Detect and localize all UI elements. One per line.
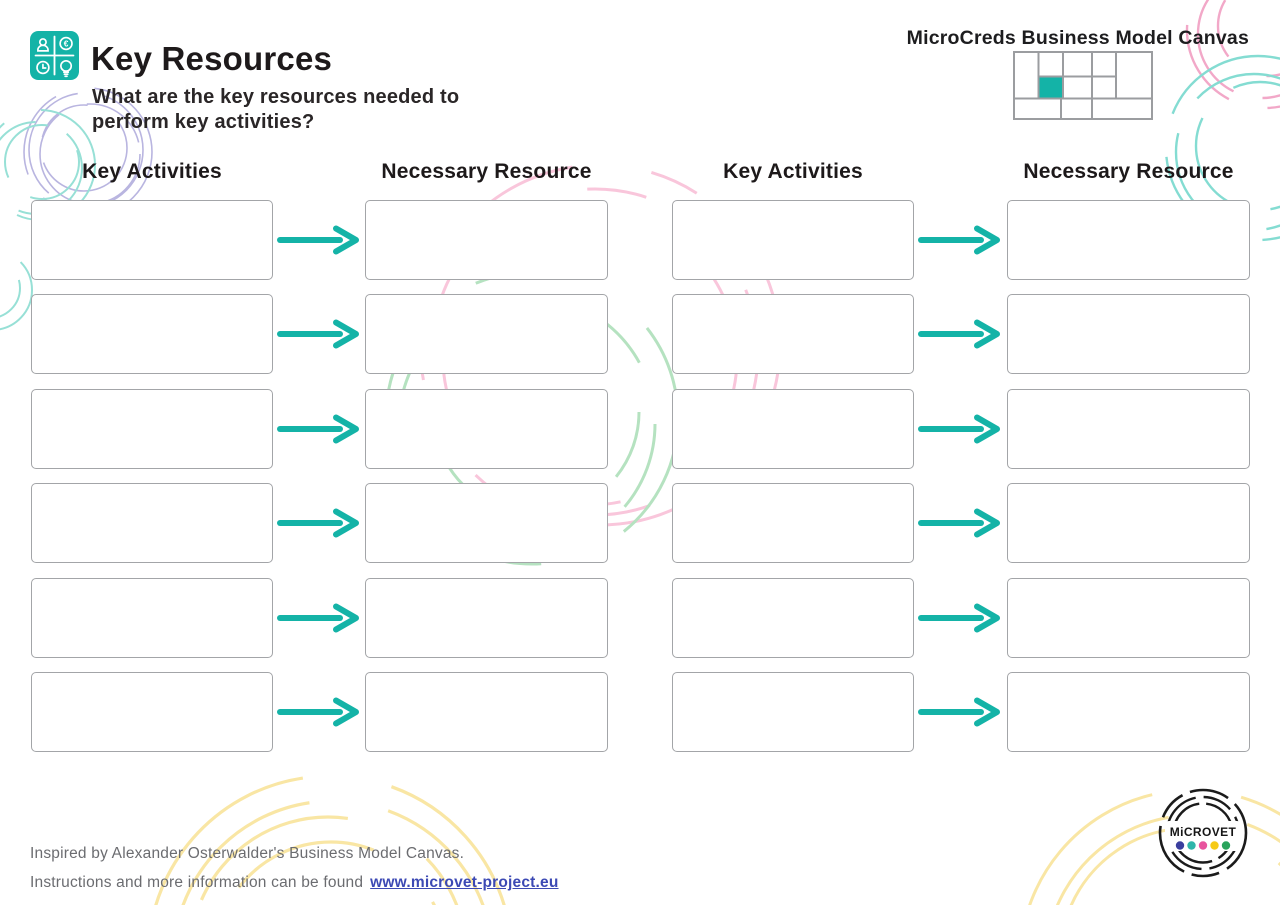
logo-dot [1175,841,1185,850]
footer-instructions-text: Instructions and more information can be… [30,874,364,891]
worksheet-row [0,483,1280,564]
logo-text: MiCROVET [1170,825,1237,839]
key-activity-box-right[interactable] [672,294,914,375]
minimap-cell-channels [1091,75,1117,100]
column-header-necessary-resource-right: Necessary Resource [1023,160,1234,183]
minimap-cell-value-proposition-bottom [1062,75,1093,100]
key-activity-box-left[interactable] [31,294,273,375]
necessary-resource-box-left[interactable] [365,577,608,658]
necessary-resource-box-right[interactable] [1007,483,1250,564]
necessary-resource-box-left[interactable] [365,388,608,469]
arrow-icon [277,697,359,727]
worksheet-row [0,200,1280,280]
microvet-logo: MiCROVET [1158,788,1248,878]
column-header-necessary-resource-left: Necessary Resource [381,160,592,183]
column-header-key-activities-right: Key Activities [723,160,863,183]
key-activity-box-right[interactable] [672,483,914,564]
arrow-icon [918,603,1000,633]
minimap-cell-key-resources [1037,75,1064,100]
necessary-resource-box-right[interactable] [1007,294,1250,375]
key-activity-box-right[interactable] [672,388,914,469]
key-activity-box-left[interactable] [31,672,273,752]
necessary-resource-box-right[interactable] [1007,577,1250,658]
footer-instructions: Instructions and more information can be… [30,868,559,897]
logo-dot [1221,841,1231,850]
key-activity-box-right[interactable] [672,672,914,752]
key-activity-box-left[interactable] [31,200,273,280]
necessary-resource-box-left[interactable] [365,200,608,280]
arrow-icon [918,414,1000,444]
necessary-resource-box-right[interactable] [1007,672,1250,752]
page-title: Key Resources [91,40,333,77]
minimap-cell-revenue-streams [1091,97,1153,120]
arrow-icon [277,225,359,255]
key-activity-box-right[interactable] [672,577,914,658]
page-subtitle-line-2: perform key activities? [92,111,315,133]
logo-dots [1175,841,1231,850]
necessary-resource-box-left[interactable] [365,672,608,752]
worksheet-row [0,294,1280,375]
canvas-map-label: MicroCreds Business Model Canvas [906,27,1249,49]
key-activity-box-left[interactable] [31,577,273,658]
arrow-icon [277,508,359,538]
key-activity-box-left[interactable] [31,388,273,469]
svg-text:€: € [64,39,69,49]
worksheet-row [0,577,1280,658]
footer: Inspired by Alexander Osterwalder's Busi… [30,839,559,897]
logo-dot [1210,841,1219,850]
logo-dot [1187,841,1196,850]
necessary-resource-box-left[interactable] [365,483,608,564]
arrow-icon [918,225,1000,255]
key-resources-icon: € [30,31,79,80]
arrow-icon [918,697,1000,727]
key-activity-box-right[interactable] [672,200,914,280]
arrow-icon [277,319,359,349]
minimap-cell-bottom-middle [1060,97,1093,120]
microvet-link[interactable]: www.microvet-project.eu [370,874,559,891]
minimap-cell-customer-segments [1115,51,1153,100]
column-header-key-activities-left: Key Activities [82,160,222,183]
necessary-resource-box-right[interactable] [1007,200,1250,280]
necessary-resource-box-right[interactable] [1007,388,1250,469]
arrow-icon [277,414,359,444]
arrow-icon [918,319,1000,349]
canvas-minimap [1013,51,1153,120]
minimap-cell-customer-relationships [1091,51,1117,78]
arrow-icon [277,603,359,633]
minimap-cell-key-partners [1013,51,1040,100]
minimap-cell-key-activities [1037,51,1064,78]
page-subtitle: What are the key resources needed to per… [92,85,459,135]
worksheet-row [0,388,1280,469]
footer-credit: Inspired by Alexander Osterwalder's Busi… [30,845,465,862]
arrow-icon [918,508,1000,538]
necessary-resource-box-left[interactable] [365,294,608,375]
minimap-cell-value-proposition-top [1062,51,1093,78]
key-activity-box-left[interactable] [31,483,273,564]
minimap-cell-cost-structure [1013,97,1062,120]
page-subtitle-line-1: What are the key resources needed to [92,86,460,108]
logo-text-band [1165,821,1241,851]
worksheet-row [0,672,1280,752]
logo-dot [1198,841,1208,850]
